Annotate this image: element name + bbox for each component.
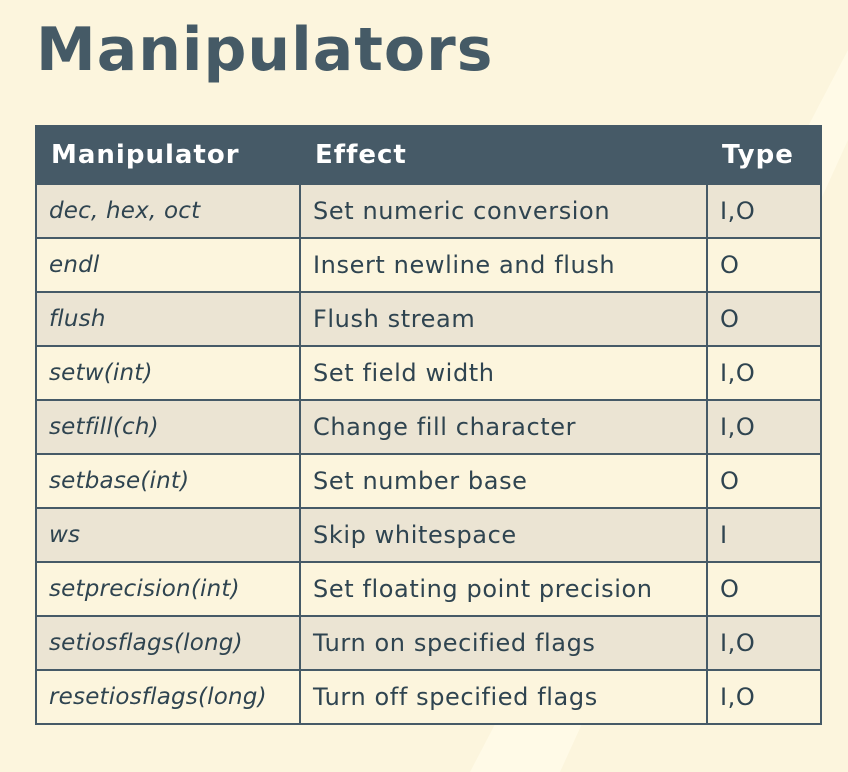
effect-cell: Skip whitespace (299, 507, 708, 563)
table-row: endl Insert newline and flush O (35, 237, 822, 293)
effect-cell: Flush stream (299, 291, 708, 347)
effect-cell: Change fill character (299, 399, 708, 455)
table-row: ws Skip whitespace I (35, 507, 822, 563)
header-effect: Effect (299, 125, 708, 185)
effect-cell: Turn on specified flags (299, 615, 708, 671)
table-row: dec, hex, oct Set numeric conversion I,O (35, 183, 822, 239)
manipulator-cell: setbase(int) (35, 453, 301, 509)
table-row: flush Flush stream O (35, 291, 822, 347)
type-cell: I (706, 507, 822, 563)
effect-cell: Set field width (299, 345, 708, 401)
table-row: setiosflags(long) Turn on specified flag… (35, 615, 822, 671)
type-cell: I,O (706, 615, 822, 671)
type-cell: I,O (706, 345, 822, 401)
manipulator-cell: dec, hex, oct (35, 183, 301, 239)
effect-cell: Set numeric conversion (299, 183, 708, 239)
type-cell: I,O (706, 399, 822, 455)
table-row: setfill(ch) Change fill character I,O (35, 399, 822, 455)
type-cell: O (706, 237, 822, 293)
type-cell: O (706, 453, 822, 509)
header-manipulator: Manipulator (35, 125, 301, 185)
manipulator-cell: flush (35, 291, 301, 347)
manipulator-cell: setprecision(int) (35, 561, 301, 617)
manipulator-cell: resetiosflags(long) (35, 669, 301, 725)
type-cell: O (706, 561, 822, 617)
type-cell: O (706, 291, 822, 347)
manipulator-cell: ws (35, 507, 301, 563)
manipulator-cell: setfill(ch) (35, 399, 301, 455)
table-header-row: Manipulator Effect Type (35, 125, 822, 185)
manipulator-cell: setiosflags(long) (35, 615, 301, 671)
table-row: setprecision(int) Set floating point pre… (35, 561, 822, 617)
effect-cell: Turn off specified flags (299, 669, 708, 725)
manipulators-table: Manipulator Effect Type dec, hex, oct Se… (35, 125, 822, 725)
page-title: Manipulators (36, 15, 494, 85)
effect-cell: Set number base (299, 453, 708, 509)
manipulator-cell: setw(int) (35, 345, 301, 401)
table-row: setw(int) Set field width I,O (35, 345, 822, 401)
effect-cell: Insert newline and flush (299, 237, 708, 293)
header-type: Type (706, 125, 822, 185)
table-row: resetiosflags(long) Turn off specified f… (35, 669, 822, 725)
type-cell: I,O (706, 183, 822, 239)
type-cell: I,O (706, 669, 822, 725)
manipulator-cell: endl (35, 237, 301, 293)
effect-cell: Set floating point precision (299, 561, 708, 617)
table-row: setbase(int) Set number base O (35, 453, 822, 509)
